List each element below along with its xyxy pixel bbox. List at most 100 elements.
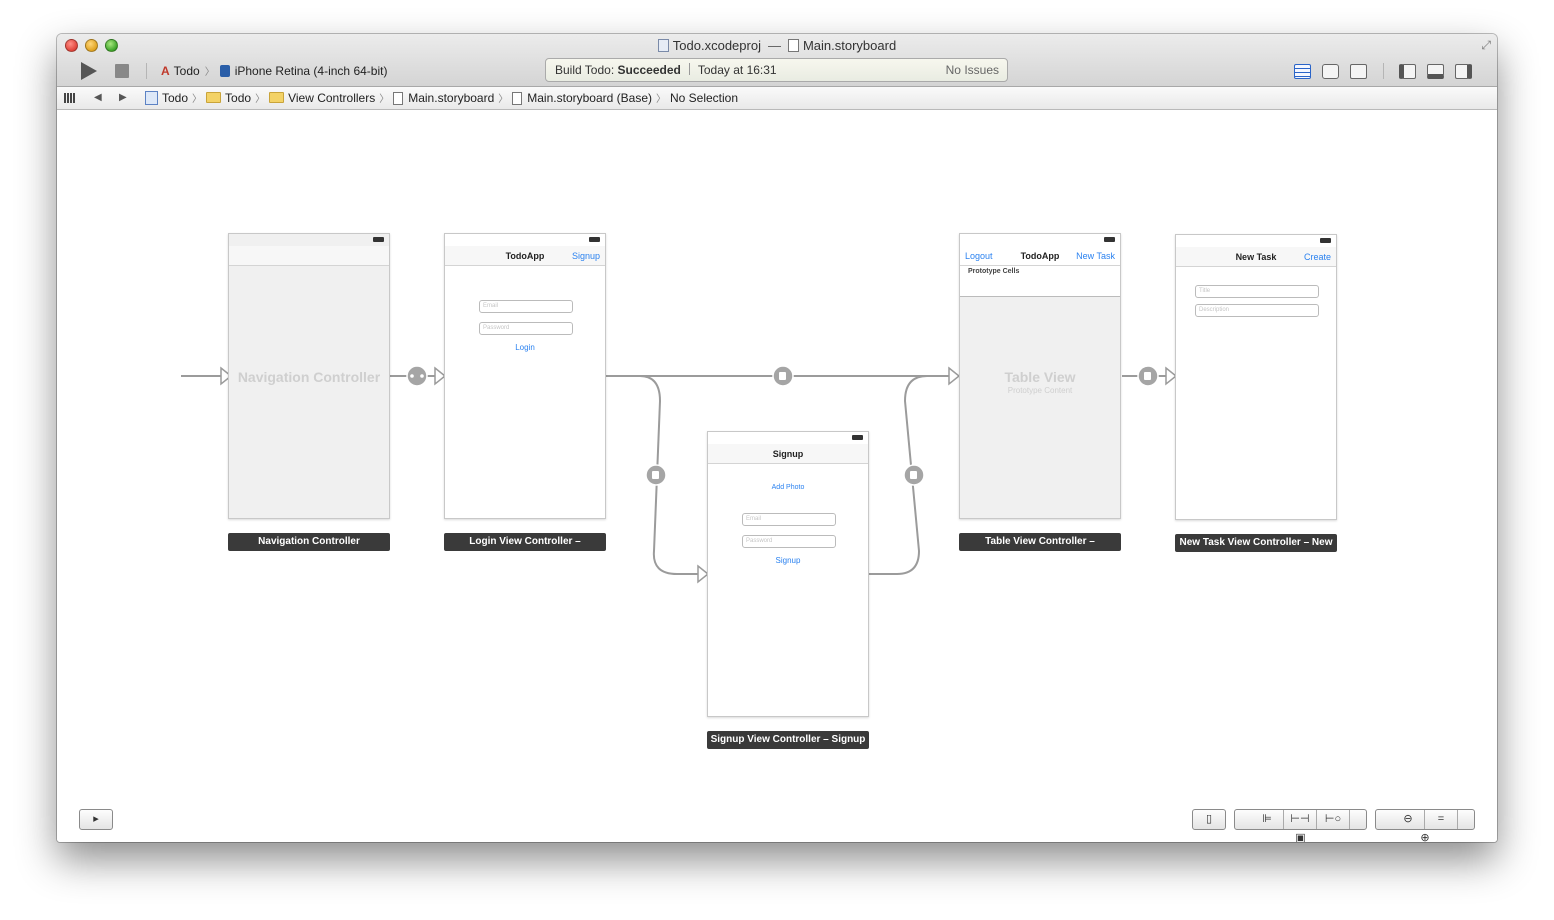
storyboard-icon <box>787 39 799 52</box>
status-bar <box>708 432 868 444</box>
signup-scene[interactable]: Signup Add Photo Email Password Signup <box>707 431 869 717</box>
toolbar-divider <box>146 63 147 79</box>
prototype-cells-header: Prototype Cells <box>968 268 1020 275</box>
xcodeproj-icon <box>657 39 669 52</box>
battery-icon <box>373 237 384 242</box>
jump-bar: ◀ ▶ Todo〉Todo〉View Controllers〉Main.stor… <box>57 87 1497 110</box>
version-editor-icon[interactable] <box>1350 64 1367 79</box>
status-bar <box>445 234 605 246</box>
minimize-button[interactable] <box>85 39 98 52</box>
utilities-toggle-icon[interactable] <box>1455 64 1472 79</box>
new-task-scene[interactable]: New Task Create Title Description <box>1175 234 1337 520</box>
title-field[interactable]: Title <box>1195 285 1319 298</box>
status-bar <box>229 234 389 246</box>
battery-icon <box>589 237 600 242</box>
folder-icon <box>206 92 222 103</box>
issues-count[interactable]: No Issues <box>945 63 999 77</box>
login-button[interactable]: Login <box>515 343 535 352</box>
breadcrumb: Todo〉Todo〉View Controllers〉Main.storyboa… <box>145 87 738 111</box>
zoom-out-icon[interactable]: ⊖ <box>1392 810 1425 829</box>
arrowhead <box>697 564 710 584</box>
battery-icon <box>1320 238 1331 243</box>
device-name: iPhone Retina (4-inch 64-bit) <box>234 64 388 78</box>
arrowhead <box>220 366 233 386</box>
stop-button[interactable] <box>115 64 129 78</box>
build-time: Today at 16:31 <box>697 63 777 77</box>
arrowhead <box>948 366 961 386</box>
nav-title: Signup <box>772 449 804 459</box>
prototype-cell[interactable]: Prototype Cells <box>960 266 1120 297</box>
description-field[interactable]: Description <box>1195 304 1319 317</box>
battery-icon <box>852 435 863 440</box>
scheme-name: Todo <box>173 64 200 78</box>
storyboard-canvas[interactable]: Navigation Controller Navigation Control… <box>57 111 1497 842</box>
segue-icon-relationship <box>406 365 428 387</box>
status-bar <box>1176 235 1336 247</box>
table-view-subtitle: Prototype Content <box>1007 386 1073 395</box>
navigation-bar: TodoApp Signup <box>445 246 605 266</box>
navigator-toggle-icon[interactable] <box>1399 64 1416 79</box>
signup-button[interactable]: Signup <box>775 556 801 565</box>
scene-label-table[interactable]: Table View Controller – <box>959 533 1121 551</box>
resolve-issues-icon[interactable]: ⊢○ <box>1317 810 1350 829</box>
fullscreen-icon[interactable]: ⤢ <box>1481 38 1491 52</box>
crumb-group-todo[interactable]: Todo <box>206 87 251 109</box>
document-name: Main.storyboard <box>802 38 897 53</box>
logout-bar-button[interactable]: Logout <box>965 251 993 261</box>
scene-label-new-task[interactable]: New Task View Controller – New <box>1175 534 1337 552</box>
form-factor-button[interactable]: ▯ <box>1192 809 1226 830</box>
login-scene[interactable]: TodoApp Signup Email Password Login <box>444 233 606 519</box>
zoom-button[interactable] <box>105 39 118 52</box>
scene-label-signup[interactable]: Signup View Controller – Signup <box>707 731 869 749</box>
standard-editor-icon[interactable] <box>1294 64 1311 79</box>
crumb-storyboard[interactable]: Main.storyboard <box>393 87 494 109</box>
build-status: Succeeded <box>617 63 681 77</box>
password-field[interactable]: Password <box>479 322 573 335</box>
assistant-editor-icon[interactable] <box>1322 64 1339 79</box>
navigation-bar: Signup <box>708 444 868 464</box>
align-icon[interactable]: ⊫ <box>1251 810 1284 829</box>
crumb-selection[interactable]: No Selection <box>669 91 739 105</box>
forward-button[interactable]: ▶ <box>119 92 127 103</box>
create-bar-button[interactable]: Create <box>1303 252 1331 262</box>
scene-label-login[interactable]: Login View Controller – <box>444 533 606 551</box>
table-view-scene[interactable]: Logout TodoApp New Task Prototype Cells … <box>959 233 1121 519</box>
nav-title: TodoApp <box>1020 251 1060 261</box>
new-task-bar-button[interactable]: New Task <box>1076 251 1115 261</box>
device-icon <box>219 65 230 77</box>
zoom-fit-icon[interactable]: = <box>1425 810 1458 829</box>
zoom-in-icon[interactable]: ⊕ <box>1420 832 1430 842</box>
nav-title: TodoApp <box>505 251 545 261</box>
navigation-controller-scene[interactable]: Navigation Controller <box>228 233 390 519</box>
document-outline-toggle[interactable]: ▸ <box>79 809 113 830</box>
status-bar <box>960 234 1120 246</box>
pin-icon[interactable]: ⊢⊣ <box>1284 810 1317 829</box>
storyboard-file-icon <box>393 92 404 105</box>
title-separator: — <box>767 38 781 53</box>
email-field[interactable]: Email <box>479 300 573 313</box>
debug-area-toggle-icon[interactable] <box>1427 64 1444 79</box>
back-button[interactable]: ◀ <box>94 92 102 103</box>
signup-bar-button[interactable]: Signup <box>571 251 600 261</box>
close-button[interactable] <box>65 39 78 52</box>
scene-placeholder-title: Navigation Controller <box>237 369 381 385</box>
arrowhead <box>1165 366 1178 386</box>
scene-label-navigation[interactable]: Navigation Controller <box>228 533 390 551</box>
crumb-storyboard-base[interactable]: Main.storyboard (Base) <box>512 87 652 109</box>
resizing-icon[interactable]: ▣ <box>1295 832 1306 842</box>
storyboard-file-icon <box>512 92 523 105</box>
run-button[interactable] <box>81 62 97 80</box>
related-items-icon[interactable] <box>64 93 75 103</box>
add-photo-button[interactable]: Add Photo <box>771 484 805 491</box>
navigation-bar <box>229 246 389 266</box>
project-file-name: Todo.xcodeproj <box>672 38 761 53</box>
navigation-bar: Logout TodoApp New Task <box>960 246 1120 266</box>
chevron-right-icon: 〉 <box>204 67 215 78</box>
crumb-project[interactable]: Todo <box>145 87 188 109</box>
crumb-group-view-controllers[interactable]: View Controllers <box>269 87 375 109</box>
email-field[interactable]: Email <box>742 513 836 526</box>
password-field[interactable]: Password <box>742 535 836 548</box>
